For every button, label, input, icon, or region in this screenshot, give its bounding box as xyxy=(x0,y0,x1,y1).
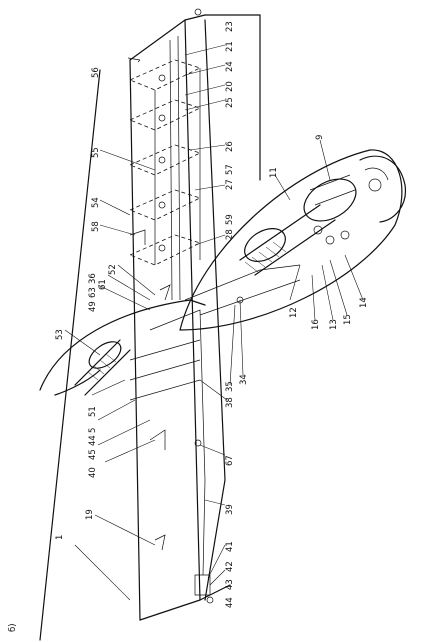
callout-49: 49 xyxy=(88,301,98,312)
panel-label: б) xyxy=(8,623,18,632)
callout-34: 34 xyxy=(239,374,249,385)
callout-61: 61 xyxy=(98,279,108,290)
callout-1: 1 xyxy=(55,535,65,540)
callout-11: 11 xyxy=(269,167,279,178)
callout-42: 42 xyxy=(225,561,235,572)
engine-nacelle xyxy=(179,149,407,331)
callout-63: 63 xyxy=(88,287,98,298)
callout-16: 16 xyxy=(311,319,321,330)
left-nacelle xyxy=(39,299,206,396)
wing-outline xyxy=(39,14,261,641)
callout-45: 45 xyxy=(88,449,98,460)
callout-58: 58 xyxy=(91,221,101,232)
callout-51: 51 xyxy=(88,406,98,417)
callout-15: 15 xyxy=(343,314,353,325)
callout-43: 43 xyxy=(225,579,235,590)
callout-57: 57 xyxy=(225,164,235,175)
callout-41: 41 xyxy=(225,541,235,552)
callout-24: 24 xyxy=(225,61,235,72)
callout-56: 56 xyxy=(91,67,101,78)
callout-27: 27 xyxy=(225,179,235,190)
callout-labels: б) 1 19 40 45 44 5 51 49 63 36 61 52 53 … xyxy=(8,21,369,632)
engine-body xyxy=(239,174,382,276)
callout-52: 52 xyxy=(108,264,118,275)
callout-9: 9 xyxy=(315,135,325,140)
callout-44a: 44 xyxy=(88,435,98,446)
callout-38: 38 xyxy=(225,397,235,408)
callout-36: 36 xyxy=(88,273,98,284)
tank-compartments xyxy=(128,35,202,301)
callout-5: 5 xyxy=(88,428,98,433)
callout-21: 21 xyxy=(225,41,235,52)
callout-26: 26 xyxy=(225,141,235,152)
callout-54: 54 xyxy=(91,197,101,208)
callout-44b: 44 xyxy=(225,597,235,608)
callout-40: 40 xyxy=(88,467,98,478)
piping xyxy=(127,8,301,604)
callout-67: 67 xyxy=(225,455,235,466)
callout-23: 23 xyxy=(225,21,235,32)
callout-13: 13 xyxy=(329,319,339,330)
callout-12: 12 xyxy=(289,307,299,318)
callout-53: 53 xyxy=(55,329,65,340)
callout-25: 25 xyxy=(225,97,235,108)
callout-55: 55 xyxy=(91,147,101,158)
callout-35: 35 xyxy=(225,381,235,392)
callout-19: 19 xyxy=(85,509,95,520)
callout-14: 14 xyxy=(359,297,369,308)
leader-lines xyxy=(64,44,364,601)
callout-39: 39 xyxy=(225,504,235,515)
callout-28: 28 xyxy=(225,229,235,240)
callout-20: 20 xyxy=(225,81,235,92)
callout-59: 59 xyxy=(225,214,235,225)
